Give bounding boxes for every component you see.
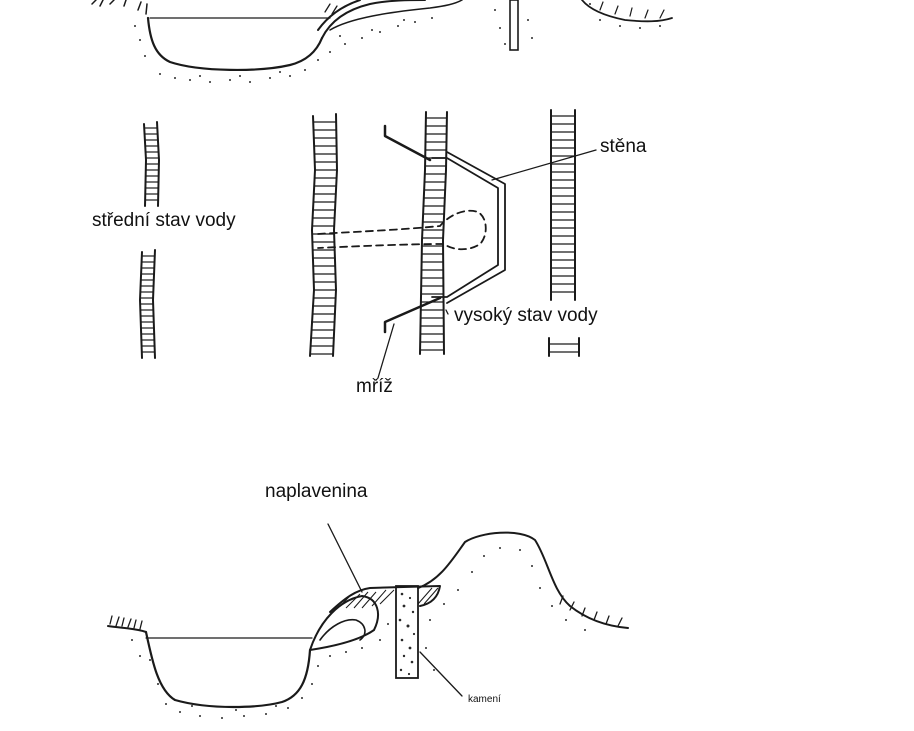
top-cross-section bbox=[91, 0, 673, 83]
alluvium-hatch bbox=[339, 587, 439, 609]
label-vysoky-stav-vody: vysoký stav vody bbox=[454, 305, 598, 326]
wall-left-lower bbox=[139, 249, 156, 359]
leader-kameni bbox=[419, 651, 463, 697]
wall-fourth bbox=[548, 109, 580, 357]
wall-left-upper bbox=[143, 121, 160, 207]
wall-second bbox=[309, 113, 338, 357]
wall-bend bbox=[431, 151, 506, 304]
label-stena: stěna bbox=[600, 136, 647, 157]
stone-fill bbox=[398, 592, 416, 676]
plan-view bbox=[139, 109, 597, 379]
leader-mriz bbox=[377, 323, 395, 379]
leader-naplavenina bbox=[327, 523, 363, 593]
label-stredni-stav-vody: střední stav vody bbox=[92, 210, 236, 231]
wall-third bbox=[419, 111, 448, 355]
label-mriz: mříž bbox=[356, 376, 393, 397]
grate bbox=[383, 124, 442, 334]
leader-stena bbox=[491, 149, 597, 181]
label-naplavenina: naplavenina bbox=[265, 481, 368, 502]
soil-stipple-bottom bbox=[131, 547, 586, 719]
stone-column bbox=[395, 585, 419, 679]
label-kameni: kamení bbox=[468, 694, 501, 705]
bottom-cross-section bbox=[107, 523, 629, 719]
leader-vysoky-stav bbox=[445, 309, 449, 315]
dashed-tunnel bbox=[317, 209, 487, 251]
soil-stipple-top bbox=[134, 17, 433, 83]
